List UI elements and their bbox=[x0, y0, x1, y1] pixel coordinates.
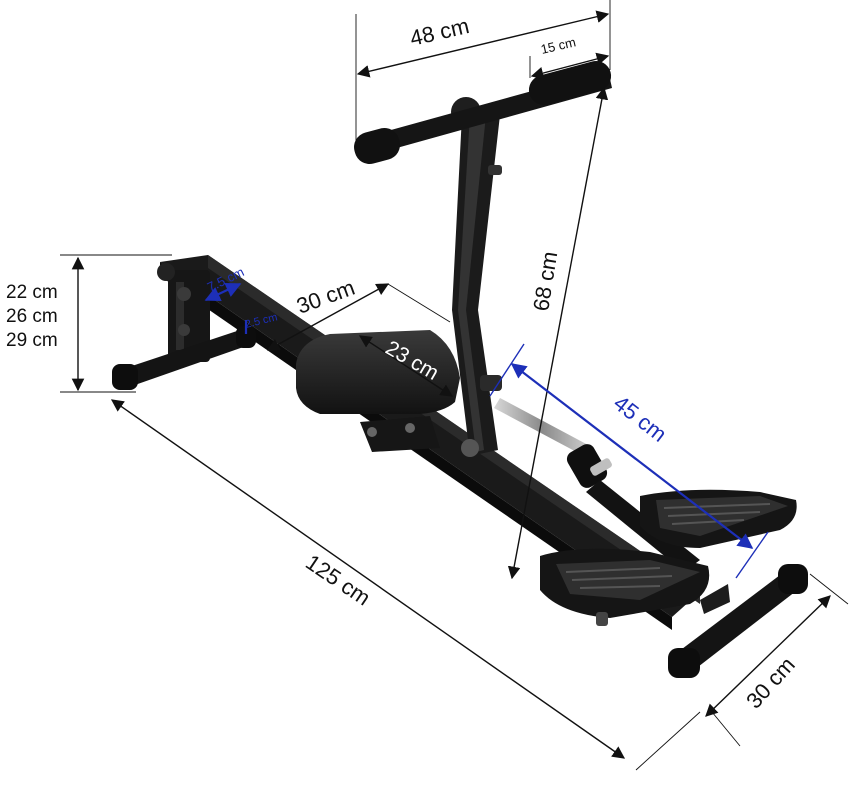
grip-length-label: 15 cm bbox=[539, 34, 577, 57]
upright-post bbox=[451, 97, 502, 457]
front-foot-bar bbox=[112, 326, 256, 390]
post-height-label: 68 cm bbox=[528, 250, 562, 313]
front-height-mid-label: 26 cm bbox=[6, 306, 58, 327]
footrest-right bbox=[640, 489, 797, 548]
front-height-low-label: 22 cm bbox=[6, 282, 58, 303]
seat-length-label: 30 cm bbox=[293, 275, 358, 319]
front-bracket bbox=[157, 263, 210, 362]
dimension-front-height: 22 cm 26 cm 29 cm bbox=[6, 254, 172, 393]
dimension-stroke-length: 45 cm bbox=[489, 343, 769, 579]
stroke-length-label: 45 cm bbox=[609, 390, 672, 447]
base-width-label: 30 cm bbox=[741, 652, 800, 713]
rowing-machine-illustration bbox=[112, 61, 808, 678]
front-height-high-label: 29 cm bbox=[6, 330, 58, 351]
handle-width-label: 48 cm bbox=[408, 13, 472, 51]
footrest-left bbox=[540, 548, 710, 626]
